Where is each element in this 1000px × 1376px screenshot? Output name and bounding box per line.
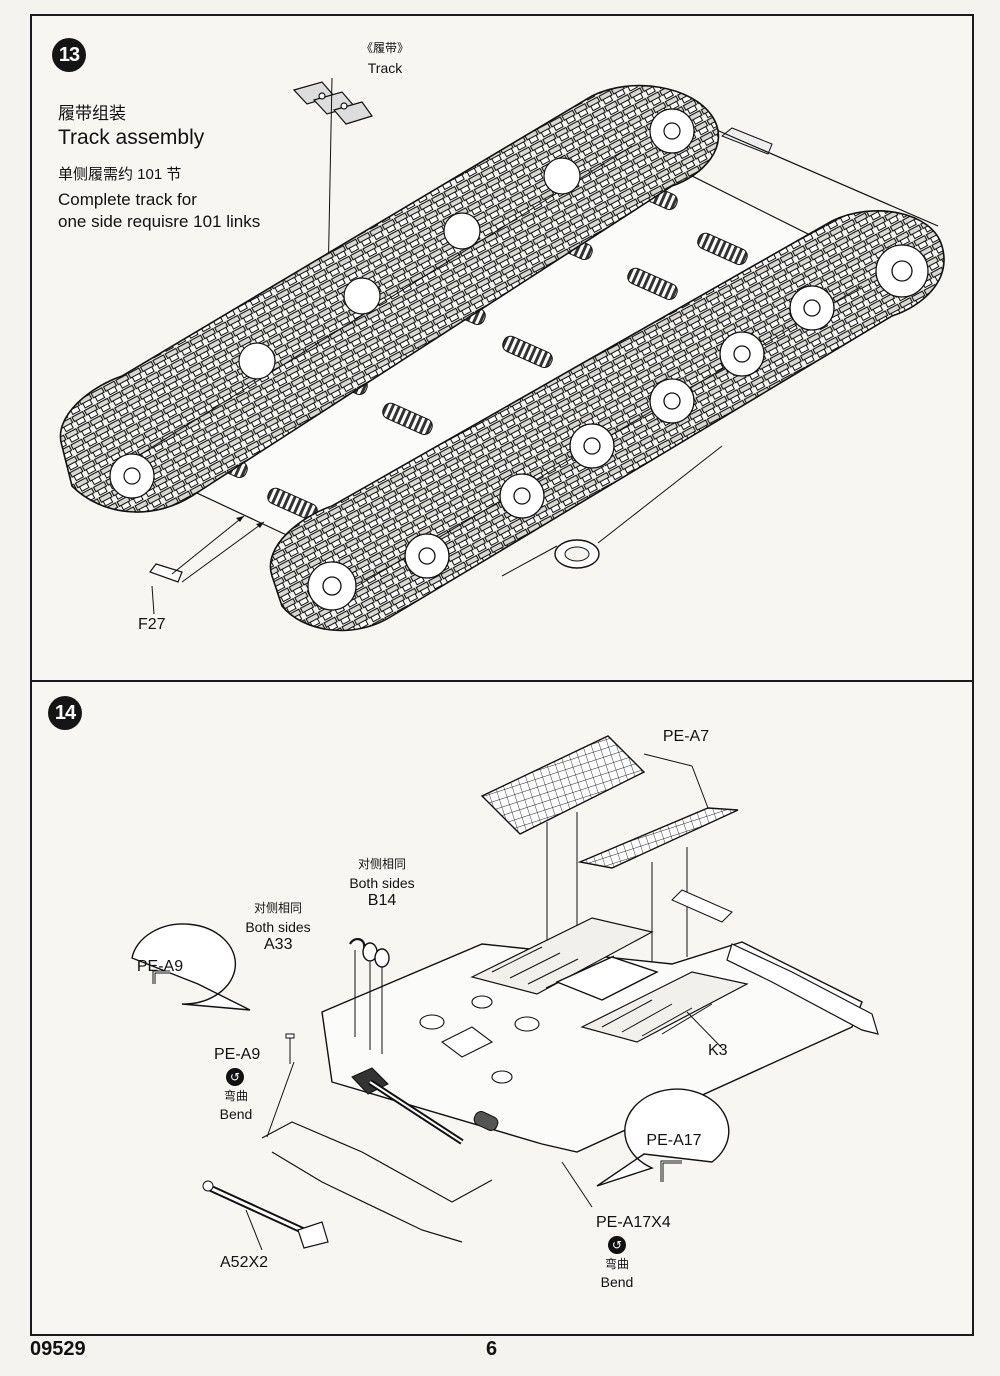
part-a33-label: A33 [264,936,293,953]
kit-number: 09529 [30,1338,86,1360]
step-14-badge: 14 [48,696,82,730]
step-13-badge: 13 [52,38,86,72]
engine-deck-drawing [131,735,879,1251]
track-label-zh: 《履带》 [360,41,410,55]
step-13-title-zh: 履带组装 [58,104,126,123]
a33-both-sides-en: Both sides [245,919,311,935]
pe-a9-bend-en: Bend [219,1106,253,1122]
step-13-note-en-1: Complete track for [58,190,197,209]
step-13-note-zh: 单侧履需约 101 节 [58,166,182,183]
step-14-panel: 14 [30,680,974,1336]
part-f27-label: F27 [138,616,166,633]
b14-both-sides-en: Both sides [349,875,415,891]
part-b14-label: B14 [367,892,397,909]
pe-a17-callout-label: PE-A17 [646,1132,702,1149]
part-a52x2-label: A52X2 [220,1254,269,1271]
track-label-en: Track [367,60,403,76]
part-k3-label: K3 [708,1042,728,1059]
single-track-link-icon [292,81,373,125]
pe-a9-label: PE-A9 [214,1046,261,1063]
step-13-title-en: Track assembly [58,126,205,149]
step-13-panel: 13 履带组装 Track assembly 单侧履需约 101 节 Compl… [30,14,974,682]
step-13-note-en-2: one side requisre 101 links [58,212,261,231]
pe-a7-label: PE-A7 [662,728,710,745]
pe-a17-bend-en: Bend [600,1274,634,1290]
pe-a9-callout-label: PE-A9 [136,958,184,975]
pe-a17x4-label: PE-A17X4 [596,1214,671,1231]
a33-both-sides-zh: 对侧相同 [253,901,303,915]
pe-a17-bend-zh: 弯曲 [604,1257,630,1271]
b14-both-sides-zh: 对侧相同 [357,857,407,871]
pe-a9-bend-zh: 弯曲 [223,1089,249,1103]
bend-icon: ↺ [608,1236,626,1254]
track-assembly-drawing [59,77,945,632]
bend-icon: ↺ [226,1068,244,1086]
page-number: 6 [486,1338,498,1360]
